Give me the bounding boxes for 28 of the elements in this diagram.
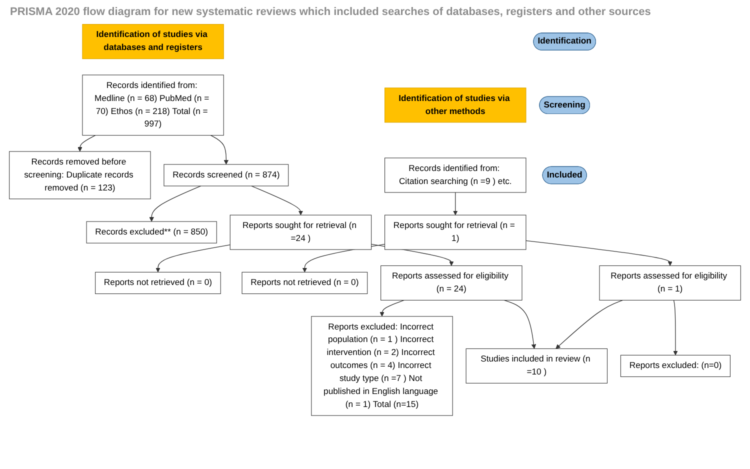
arrow — [504, 300, 536, 349]
arrow — [556, 300, 624, 349]
node-box: Reports not retrieved (n = 0) — [242, 272, 368, 294]
node-box: Records excluded** (n = 850) — [86, 221, 217, 244]
node-box: Identification of studies via other methods — [384, 88, 526, 123]
node-box: Reports assessed for eligibility (n = 1) — [599, 265, 741, 300]
arrow — [380, 300, 404, 317]
arrow — [210, 135, 229, 165]
arrow — [149, 186, 202, 222]
arrow — [673, 300, 678, 356]
node-box: Records screened (n = 874) — [164, 164, 289, 186]
node-box: Reports sought for retrieval (n = 1) — [384, 214, 526, 250]
arrow — [78, 135, 96, 152]
node-box: Reports excluded: (n=0) — [620, 354, 730, 377]
node-box: Identification of studies via databases and registers — [82, 24, 224, 60]
arrow — [156, 244, 230, 272]
node-box: Records identified from: Citation searching (n =9 ) etc. — [384, 158, 526, 193]
arrow — [526, 240, 672, 266]
node-box: Records removed before screening: Duplicate records removed (n = 123) — [9, 151, 151, 200]
node-box: Studies included in review (n =10 ) — [466, 348, 608, 384]
node-box: Reports excluded: Incorrect population (n = 1 ) Incorrect intervention (n = 2) Incorrect outcomes (n = 4) Incorrect study type (n =7 ) Not published in English language (n = 1) Total (n=15) — [311, 316, 453, 416]
node-box: Reports not retrieved (n = 0) — [95, 272, 221, 294]
node-box: Reports assessed for eligibility (n = 24) — [380, 265, 522, 300]
arrow — [453, 192, 458, 216]
node-box: Records identified from: Medline (n = 68) PubMed (n = 70) Ethos (n = 218) Total (n = 997) — [82, 74, 224, 136]
node-box: Reports sought for retrieval (n =24 ) — [230, 214, 372, 250]
arrow — [251, 186, 304, 216]
diagram-title: PRISMA 2020 flow diagram for new systematic reviews which included searches of databases, registers and other sources — [9, 5, 652, 20]
